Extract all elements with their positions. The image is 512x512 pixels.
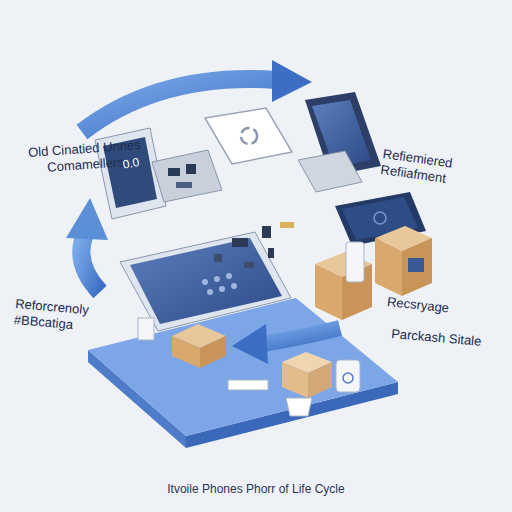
platform-items	[138, 318, 360, 416]
platform-top	[88, 298, 398, 436]
keypad-dot	[219, 286, 225, 292]
arrow-head	[232, 324, 268, 364]
component	[268, 248, 274, 258]
cycle-arrow	[81, 232, 100, 292]
box-side	[308, 362, 332, 398]
bottle	[346, 242, 364, 282]
component	[232, 238, 248, 247]
device-strip	[228, 380, 268, 390]
circuit-board	[152, 150, 222, 202]
keypad-dot	[226, 273, 232, 279]
tablet	[298, 92, 381, 192]
recycle-symbol	[343, 373, 353, 383]
box-label	[408, 258, 424, 272]
screen-icon	[374, 212, 386, 224]
box-side	[172, 336, 200, 368]
diagram-caption: Itvoile Phones Phorr of Life Cycle	[56, 482, 456, 497]
keypad-dot	[207, 289, 213, 295]
recycle-phone	[205, 108, 292, 164]
keypad-dot	[214, 276, 220, 282]
box-side	[402, 238, 432, 296]
device-base	[298, 151, 362, 192]
arrow-head	[272, 60, 312, 102]
component	[244, 262, 254, 268]
chip	[186, 164, 196, 174]
keypad-dot	[231, 283, 237, 289]
phone-frame	[120, 232, 291, 331]
loose-components	[214, 222, 294, 268]
cycle-arrows	[66, 60, 340, 364]
jar	[336, 360, 360, 392]
cup	[286, 398, 312, 416]
keypad-dot	[202, 279, 208, 285]
component	[262, 226, 271, 238]
arrow-head	[66, 198, 108, 240]
box-side	[282, 362, 308, 398]
box-side	[200, 336, 226, 368]
box-side	[375, 238, 402, 296]
cycle-arrow	[262, 328, 340, 344]
large-phone	[120, 232, 291, 331]
recycle-symbol	[241, 128, 257, 144]
phone-screen	[130, 238, 282, 324]
phone-body	[205, 108, 292, 164]
component	[280, 222, 294, 228]
platform	[88, 298, 398, 448]
chip	[176, 182, 192, 188]
chip	[168, 168, 180, 176]
box-side	[315, 264, 342, 320]
trash-bin	[138, 318, 154, 340]
component	[214, 254, 222, 262]
